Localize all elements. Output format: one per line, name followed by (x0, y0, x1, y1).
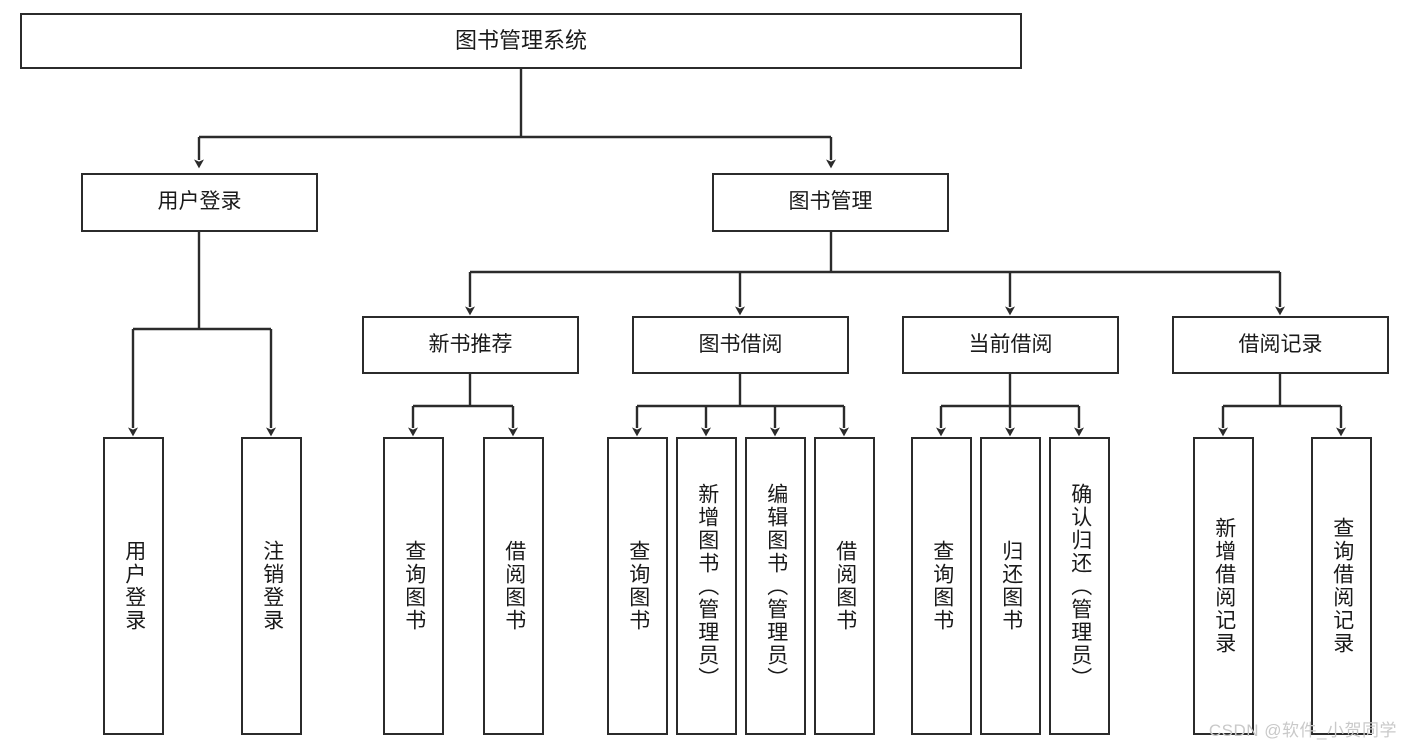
leaf-query-book-current-label: 查询图书 (930, 540, 954, 632)
leaf-user-login[interactable]: 用户登录 (103, 437, 164, 735)
leaf-user-login-label: 用户登录 (122, 540, 146, 632)
leaf-confirm-return-label: 确认归还（管理员） (1068, 482, 1092, 690)
node-root-label: 图书管理系统 (454, 28, 587, 54)
leaf-borrow-book-label: 借阅图书 (833, 540, 857, 632)
node-borrow-record[interactable]: 借阅记录 (1172, 316, 1389, 374)
leaf-query-borrow-record-label: 查询借阅记录 (1330, 517, 1354, 655)
leaf-add-borrow-record-label: 新增借阅记录 (1212, 517, 1236, 655)
node-book-borrow-label: 图书借阅 (698, 332, 783, 356)
leaf-edit-book-label: 编辑图书（管理员） (764, 482, 788, 690)
leaf-query-book-recommend-label: 查询图书 (402, 540, 426, 632)
leaf-borrow-book[interactable]: 借阅图书 (814, 437, 875, 735)
node-book-borrow[interactable]: 图书借阅 (632, 316, 849, 374)
leaf-logout-label: 注销登录 (260, 540, 284, 632)
node-current-borrow-label: 当前借阅 (968, 332, 1053, 356)
leaf-logout[interactable]: 注销登录 (241, 437, 302, 735)
leaf-query-borrow-record[interactable]: 查询借阅记录 (1311, 437, 1372, 735)
leaf-borrow-book-recommend-label: 借阅图书 (502, 540, 526, 632)
leaf-add-book-label: 新增图书（管理员） (695, 482, 719, 690)
watermark: CSDN @软件_小贺同学 (1208, 721, 1397, 740)
node-user-login-label: 用户登录 (157, 190, 242, 214)
leaf-return-book[interactable]: 归还图书 (980, 437, 1041, 735)
leaf-add-book[interactable]: 新增图书（管理员） (676, 437, 737, 735)
leaf-add-borrow-record[interactable]: 新增借阅记录 (1193, 437, 1254, 735)
leaf-query-book-borrow[interactable]: 查询图书 (607, 437, 668, 735)
node-new-book-recommend[interactable]: 新书推荐 (362, 316, 579, 374)
leaf-edit-book[interactable]: 编辑图书（管理员） (745, 437, 806, 735)
node-root[interactable]: 图书管理系统 (20, 13, 1022, 69)
node-current-borrow[interactable]: 当前借阅 (902, 316, 1119, 374)
node-user-login[interactable]: 用户登录 (81, 173, 318, 232)
leaf-query-book-recommend[interactable]: 查询图书 (383, 437, 444, 735)
node-new-book-recommend-label: 新书推荐 (428, 332, 513, 356)
node-book-manage[interactable]: 图书管理 (712, 173, 949, 232)
leaf-query-book-borrow-label: 查询图书 (626, 540, 650, 632)
leaf-confirm-return[interactable]: 确认归还（管理员） (1049, 437, 1110, 735)
leaf-borrow-book-recommend[interactable]: 借阅图书 (483, 437, 544, 735)
leaf-return-book-label: 归还图书 (999, 540, 1023, 632)
leaf-query-book-current[interactable]: 查询图书 (911, 437, 972, 735)
node-book-manage-label: 图书管理 (788, 190, 873, 214)
node-borrow-record-label: 借阅记录 (1238, 332, 1323, 356)
